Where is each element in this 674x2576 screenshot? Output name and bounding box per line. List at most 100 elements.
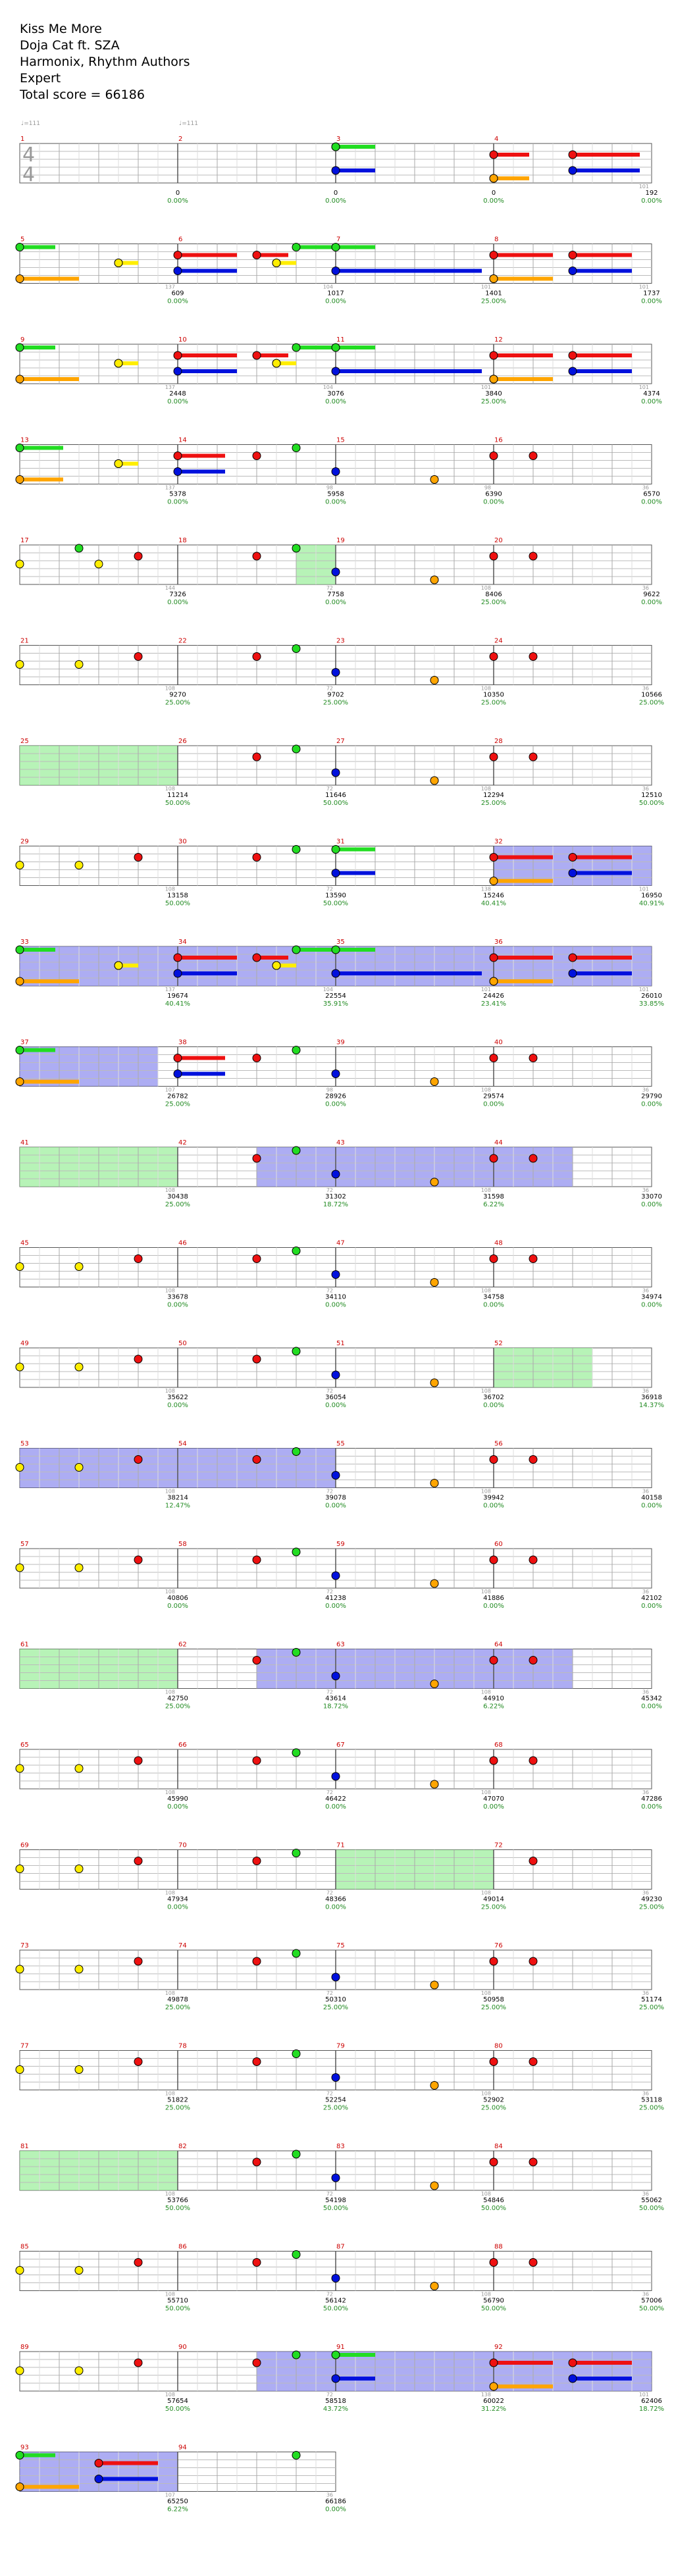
measure-number: 32 bbox=[494, 838, 503, 846]
green-note bbox=[292, 2250, 301, 2259]
measure-score: 55710 bbox=[167, 2298, 188, 2305]
measure-percent: 50.00% bbox=[165, 2205, 190, 2212]
measure-percent: 0.00% bbox=[483, 197, 504, 205]
measure-meta: 36 bbox=[642, 585, 649, 591]
measure-meta: 108 bbox=[165, 1489, 175, 1495]
red-note bbox=[529, 752, 538, 761]
measure-number: 18 bbox=[178, 537, 187, 544]
measure-number: 1 bbox=[20, 136, 24, 143]
measure-percent: 0.00% bbox=[641, 1201, 662, 1208]
measure-score: 1401 bbox=[485, 290, 502, 297]
measure-number: 2 bbox=[178, 136, 182, 143]
measure-meta: 137 bbox=[165, 384, 175, 390]
red-note bbox=[252, 652, 261, 661]
measure-number: 48 bbox=[494, 1240, 503, 1247]
measure-percent: 0.00% bbox=[325, 1101, 346, 1108]
measure-number: 35 bbox=[336, 939, 345, 946]
measure-score: 24426 bbox=[483, 992, 504, 1000]
measure-meta: 72 bbox=[326, 686, 333, 692]
measure-meta: 98 bbox=[326, 485, 333, 491]
measure-score: 52254 bbox=[325, 2097, 346, 2104]
measure-meta: 101 bbox=[639, 2392, 649, 2398]
blue-note bbox=[173, 969, 182, 978]
measure-meta: 101 bbox=[639, 184, 649, 190]
green-note bbox=[331, 142, 340, 151]
measure-number: 74 bbox=[178, 1942, 187, 1949]
measure-score: 13590 bbox=[325, 892, 346, 900]
orange-note bbox=[15, 977, 24, 986]
measure-score: 29790 bbox=[641, 1093, 662, 1100]
red-note bbox=[134, 2358, 143, 2367]
measure-number: 34 bbox=[178, 939, 187, 946]
measure-meta: 72 bbox=[326, 2392, 333, 2398]
measure-percent: 25.00% bbox=[165, 1201, 190, 1208]
orange-note bbox=[489, 374, 498, 384]
measure-score: 65250 bbox=[167, 2498, 188, 2506]
blue-note bbox=[331, 2073, 340, 2082]
measure-percent: 0.00% bbox=[325, 1603, 346, 1610]
yellow-note bbox=[74, 2366, 84, 2375]
measure-number: 92 bbox=[494, 2344, 503, 2351]
measure-meta: 108 bbox=[165, 2091, 175, 2097]
red-note bbox=[252, 1756, 261, 1765]
measure-number: 44 bbox=[494, 1139, 503, 1146]
measure-score: 12294 bbox=[483, 792, 504, 799]
red-note bbox=[173, 953, 182, 962]
yellow-note bbox=[272, 359, 281, 368]
measure-number: 4 bbox=[494, 136, 498, 143]
measure-meta: 36 bbox=[642, 1689, 649, 1695]
measure-percent: 50.00% bbox=[323, 800, 348, 807]
blue-note bbox=[331, 1672, 340, 1680]
measure-percent: 0.00% bbox=[167, 599, 188, 606]
red-note bbox=[529, 1857, 538, 1865]
measure-meta: 98 bbox=[326, 1087, 333, 1093]
red-note bbox=[252, 853, 261, 862]
measure-number: 86 bbox=[178, 2244, 187, 2251]
green-note bbox=[15, 343, 24, 352]
yellow-note bbox=[15, 2266, 24, 2275]
green-note bbox=[15, 945, 24, 954]
red-note bbox=[94, 2459, 103, 2467]
red-note bbox=[489, 351, 498, 360]
measure-number: 37 bbox=[20, 1039, 29, 1046]
red-note bbox=[529, 552, 538, 561]
measure-score: 42750 bbox=[167, 1695, 188, 1703]
orange-note bbox=[15, 374, 24, 384]
red-note bbox=[489, 953, 498, 962]
red-note bbox=[489, 752, 498, 761]
blue-note bbox=[331, 1069, 340, 1078]
red-note bbox=[489, 2057, 498, 2066]
measure-percent: 40.91% bbox=[639, 900, 664, 908]
song-difficulty: Expert bbox=[20, 71, 61, 86]
measure-score: 43614 bbox=[325, 1695, 346, 1703]
measure-number: 7 bbox=[336, 236, 340, 244]
measure-number: 49 bbox=[20, 1340, 29, 1347]
measure-meta: 108 bbox=[481, 1187, 491, 1193]
measure-number: 36 bbox=[494, 939, 503, 946]
green-note bbox=[292, 2350, 301, 2359]
measure-score: 54198 bbox=[325, 2197, 346, 2204]
red-note bbox=[529, 451, 538, 460]
measure-meta: 104 bbox=[323, 987, 333, 992]
measure-meta: 36 bbox=[642, 786, 649, 792]
blue-note bbox=[173, 1069, 182, 1078]
measure-percent: 25.00% bbox=[639, 1904, 664, 1911]
green-note bbox=[292, 2049, 301, 2058]
orange-note bbox=[15, 475, 24, 484]
red-note bbox=[529, 1254, 538, 1263]
measure-score: 5378 bbox=[169, 491, 186, 498]
green-note bbox=[292, 2150, 301, 2159]
measure-number: 21 bbox=[20, 638, 29, 645]
red-note bbox=[134, 2057, 143, 2066]
measure-score: 29574 bbox=[483, 1093, 504, 1100]
red-note bbox=[252, 1555, 261, 1564]
measure-number: 20 bbox=[494, 537, 503, 544]
measure-percent: 25.00% bbox=[639, 700, 664, 707]
measure-score: 53766 bbox=[167, 2197, 188, 2204]
measure-meta: 108 bbox=[481, 2091, 491, 2097]
measure-score: 26010 bbox=[641, 992, 662, 1000]
red-note bbox=[252, 1254, 261, 1263]
green-note bbox=[292, 2451, 301, 2460]
measure-score: 55062 bbox=[641, 2197, 662, 2204]
measure-percent: 25.00% bbox=[323, 700, 348, 707]
